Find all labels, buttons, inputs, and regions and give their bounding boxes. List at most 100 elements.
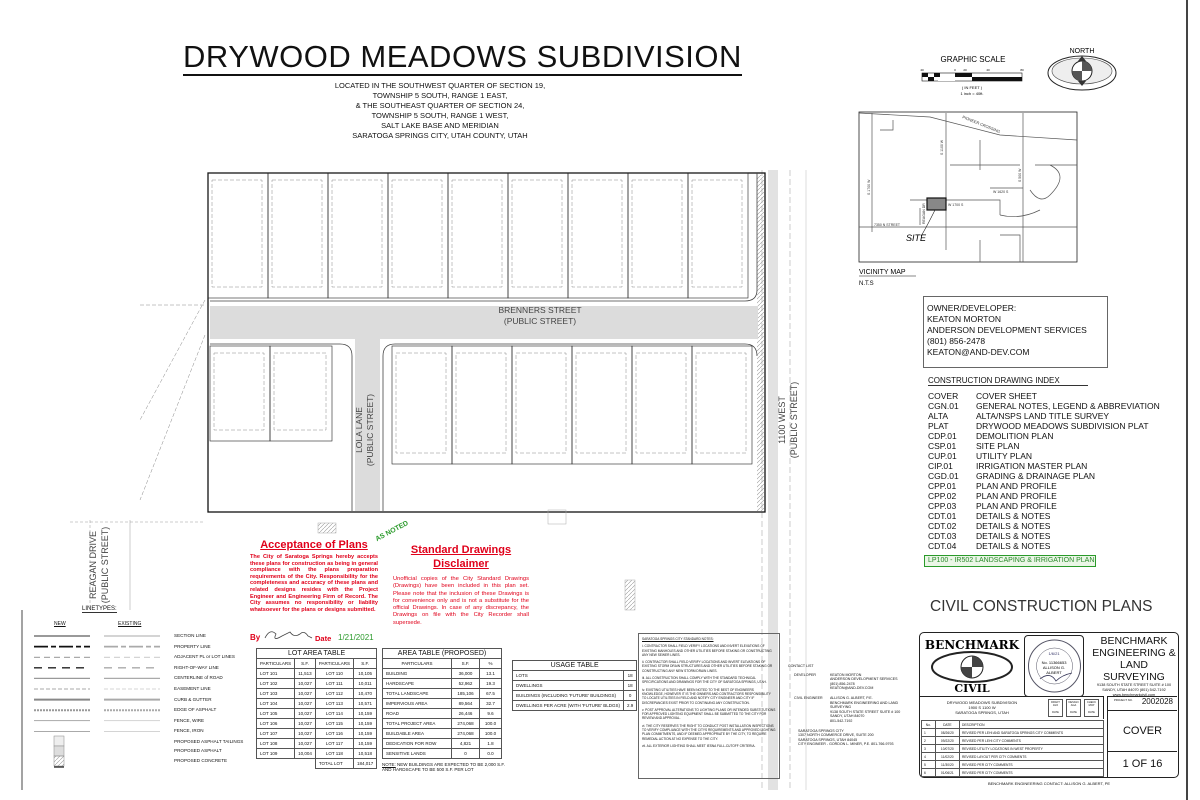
index-sheet-name: UTILITY PLAN — [976, 451, 1033, 461]
index-code: CDT.02 — [928, 521, 957, 531]
vicinity-street-label: W 1620 S — [993, 190, 1009, 194]
usage-table-title: USAGE TABLE — [511, 660, 638, 671]
project-no-label: PROJECT NO. — [1114, 698, 1133, 702]
index-sheet-name: COVER SHEET — [976, 391, 1037, 401]
contact-line: 801-542-7192 — [830, 718, 853, 723]
firm-address: 9138 SOUTH STATE STREET SUITE # 100 — [1096, 683, 1172, 687]
table-cell: 11/02/20 — [934, 752, 960, 761]
table-cell: 10,571 — [352, 698, 378, 709]
logo-text-top: BENCHMARK — [925, 638, 1020, 652]
contact-line: SARATOGA SPRINGS CITY — [798, 728, 844, 733]
reagan-drive-label: REAGAN DRIVE — [88, 531, 98, 599]
table-cell: LOT 112 — [314, 688, 354, 699]
table-cell: 9.6 — [479, 708, 502, 719]
index-sheet-name: PLAN AND PROFILE — [976, 491, 1057, 501]
table-cell: 2.9 — [622, 700, 638, 711]
linetype-label: SECTION LINE — [174, 633, 206, 638]
location-line: LOCATED IN THE SOUTHWEST QUARTER OF SECT… — [334, 81, 546, 90]
building-envelope — [451, 179, 503, 288]
seal-name: ALLISON G. — [1043, 665, 1065, 670]
table-cell: IMPERVIOUS AREA — [381, 698, 453, 709]
table-cell: REVISED PER LEHI AND SARATOGA SPRINGS CI… — [958, 728, 1105, 737]
column-header: S.F. — [352, 658, 378, 669]
lot-parcel — [327, 172, 389, 299]
vicinity-site-label: SITE — [906, 233, 927, 243]
table-cell: 10,159 — [352, 718, 378, 729]
owner-line: (801) 856-2478 — [927, 336, 986, 346]
contact-label: DEVELOPER — [794, 672, 816, 677]
linetype-label: ADJACENT PL or LOT LINES — [174, 654, 235, 660]
sheet-info: PROJECT NO.2002028 COVER 1 OF 16 — [1107, 696, 1177, 777]
table-cell: LOT 111 — [314, 678, 354, 689]
location-line: TOWNSHIP 5 SOUTH, RANGE 1 EAST, — [372, 91, 508, 100]
table-cell: LOTS — [512, 670, 624, 681]
linetype-label: CENTERLINE of ROAD — [174, 675, 223, 681]
contact-line: (801) 856-2478 — [830, 681, 855, 686]
index-sheet-name: DETAILS & NOTES — [976, 521, 1051, 531]
table-cell: REVISED LAYOUT PER CITY COMMENTS — [958, 752, 1105, 761]
vicinity-street-label: REAGAN DR — [922, 203, 926, 224]
lot-parcel — [207, 172, 269, 299]
table-cell: 32.7 — [479, 698, 502, 709]
index-sheet-name: DETAILS & NOTES — [976, 531, 1051, 541]
table-cell: 36,000 — [451, 668, 481, 679]
vicinity-map — [858, 111, 1078, 263]
owner-line: ANDERSON DEVELOPMENT SERVICES — [927, 325, 1087, 335]
table-cell: 0.0 — [479, 748, 502, 759]
table-cell: 6 — [921, 768, 936, 777]
lola-lane — [355, 339, 380, 511]
table-cell: 10,105 — [352, 668, 378, 679]
drawing-index-title: CONSTRUCTION DRAWING INDEX — [928, 376, 1088, 386]
table-cell: 100.0 — [479, 718, 502, 729]
scale-unit: ( IN FEET ) — [962, 85, 983, 90]
note-item: vii. ALL EXTERIOR LIGHTING SHALL MEET IE… — [642, 743, 756, 748]
total-label: TOTAL LOT — [314, 758, 354, 769]
linetype-label: EASEMENT LINE — [174, 686, 211, 691]
acceptance-body: The City of Saratoga Springs hereby acce… — [250, 554, 378, 613]
table-cell: 185,106 — [451, 688, 481, 699]
scale-tick: 80 — [1020, 68, 1024, 72]
lot-parcel — [269, 345, 333, 442]
building-envelope — [695, 352, 747, 454]
engineer-seal: No. 11366653 ALLISON G. ALBERT 1/6/21 — [1024, 635, 1084, 697]
total-value: 184,017 — [352, 758, 378, 769]
building-envelope — [271, 179, 323, 288]
table-cell: 11/30/20 — [934, 760, 960, 769]
owner-developer-box: OWNER/DEVELOPER: KEATON MORTON ANDERSON … — [923, 296, 1108, 368]
location-line: & THE SOUTHEAST QUARTER OF SECTION 24, — [355, 101, 525, 110]
lot-parcel — [687, 172, 749, 299]
index-code: PLAT — [928, 421, 949, 431]
linetypes-title: LINETYPES: — [82, 606, 117, 613]
table-cell: 10,027 — [294, 678, 316, 689]
lot-parcel — [507, 172, 569, 299]
linetype-label: FENCE, WIRE — [174, 717, 205, 723]
table-cell: LOT 114 — [314, 708, 354, 719]
graphic-scale-bar — [921, 72, 1023, 82]
table-cell: TOTAL PROJECT AREA — [381, 718, 453, 729]
note-item: iii. ALL CONSTRUCTION SHALL COMPLY WITH … — [642, 676, 767, 685]
acceptance-title: Acceptance of Plans — [260, 539, 368, 551]
table-cell: 10,027 — [294, 718, 316, 729]
building-envelope — [455, 352, 507, 454]
building-envelope — [691, 179, 743, 288]
disclaimer-body: Unofficial copies of the City Standard D… — [393, 576, 529, 626]
table-cell: 10,011 — [352, 678, 378, 689]
contact-label: CIVIL ENGINEER — [794, 695, 823, 700]
table-cell: LOT 116 — [314, 728, 354, 739]
building-envelope — [635, 352, 687, 454]
